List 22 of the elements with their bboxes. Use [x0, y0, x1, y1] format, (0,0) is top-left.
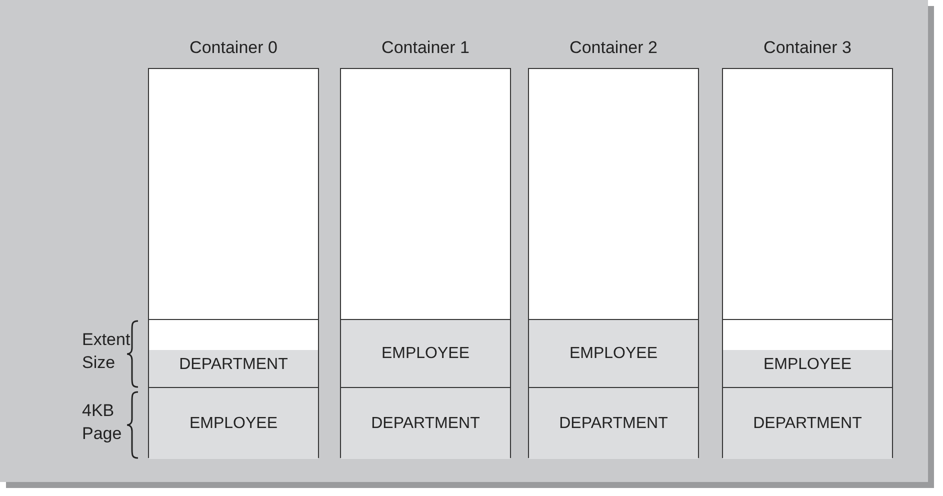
table-name: EMPLOYEE [763, 356, 852, 374]
row-label: Extent Size [82, 329, 132, 374]
table-name: DEPARTMENT [371, 414, 480, 432]
table-name: EMPLOYEE [189, 414, 278, 432]
storage-block [723, 319, 892, 387]
storage-block [529, 319, 698, 387]
storage-block [529, 387, 698, 459]
row-label: 4KB Page [82, 400, 123, 445]
column-heading: Container 2 [568, 38, 658, 58]
table-name: EMPLOYEE [569, 344, 658, 362]
table-name: EMPLOYEE [381, 344, 470, 362]
column-heading: Container 0 [188, 38, 278, 58]
storage-block [149, 387, 318, 459]
column-heading: Container 1 [380, 38, 470, 58]
storage-block [341, 387, 510, 459]
storage-block [149, 319, 318, 387]
table-name: DEPARTMENT [753, 414, 862, 432]
table-name: DEPARTMENT [559, 414, 668, 432]
storage-block [723, 387, 892, 459]
table-name: DEPARTMENT [179, 356, 288, 374]
storage-block [341, 319, 510, 387]
column-heading: Container 3 [762, 38, 852, 58]
